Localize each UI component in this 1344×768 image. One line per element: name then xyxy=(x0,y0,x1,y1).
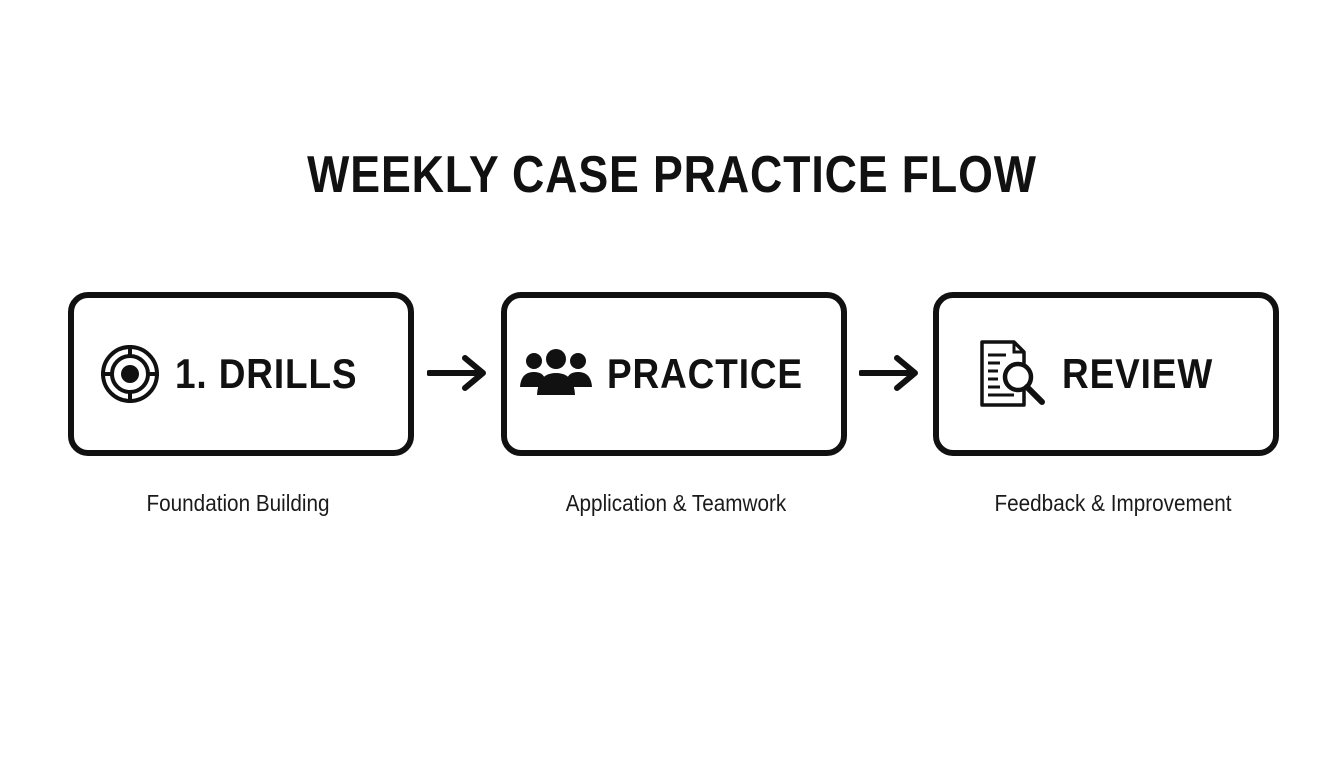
team-icon xyxy=(519,343,593,405)
step-caption-drills: Foundation Building xyxy=(146,490,330,516)
step-label-review: REVIEW xyxy=(1062,350,1214,397)
document-search-icon xyxy=(978,339,1048,409)
step-box-drills: 1. DRILLS xyxy=(68,292,414,456)
target-icon xyxy=(99,343,161,405)
diagram-title: WEEKLY CASE PRACTICE FLOW xyxy=(307,146,1037,204)
step-box-practice: PRACTICE xyxy=(501,292,847,456)
arrow-right-icon xyxy=(427,355,486,391)
step-box-review: REVIEW xyxy=(933,292,1279,456)
step-caption-practice: Application & Teamwork xyxy=(565,490,787,516)
arrow-right-icon xyxy=(859,355,918,391)
step-label-drills: 1. DRILLS xyxy=(175,350,358,397)
step-caption-review: Feedback & Improvement xyxy=(994,490,1232,516)
step-label-practice: PRACTICE xyxy=(606,350,803,397)
